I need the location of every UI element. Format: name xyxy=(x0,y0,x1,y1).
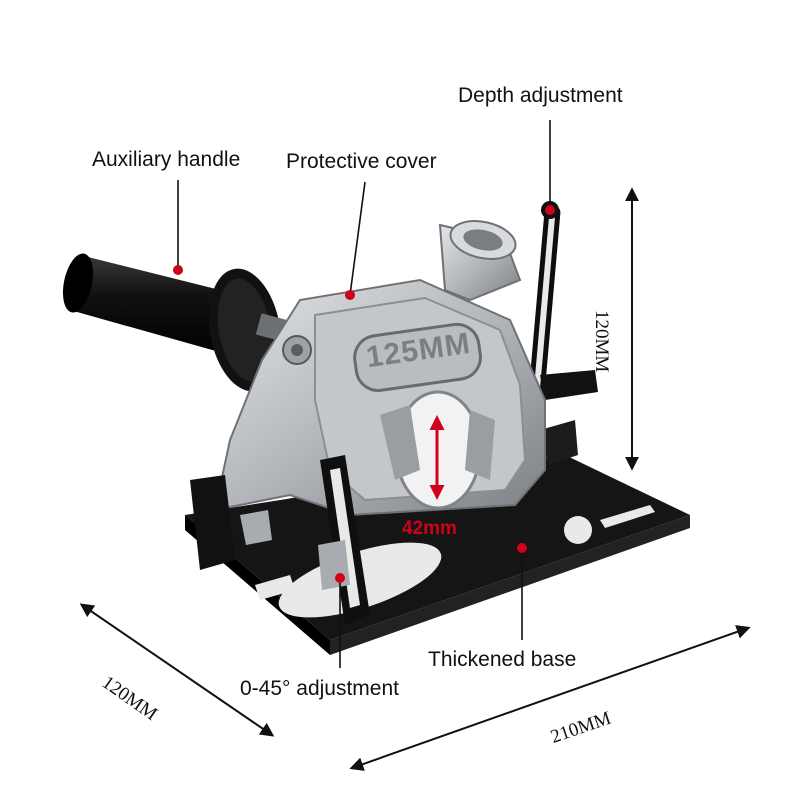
thickened-base-label: Thickened base xyxy=(428,648,577,671)
callout-lines xyxy=(177,120,551,668)
protective-cover xyxy=(213,220,546,517)
angle-adjustment-bracket xyxy=(190,455,370,625)
height-dimension-label: 120MM xyxy=(591,310,612,373)
angle-adjustment-label: 0-45° adjustment xyxy=(240,677,399,700)
length-dimension-arrow xyxy=(349,625,751,771)
callout-dots xyxy=(173,205,555,583)
depth-adjustment-label: Depth adjustment xyxy=(458,84,623,107)
protective-cover-label: Protective cover xyxy=(286,150,437,173)
depth-dimension-arrow xyxy=(79,603,275,737)
opening-dimension-label: 42mm xyxy=(402,518,457,539)
auxiliary-handle-label: Auxiliary handle xyxy=(92,148,241,171)
